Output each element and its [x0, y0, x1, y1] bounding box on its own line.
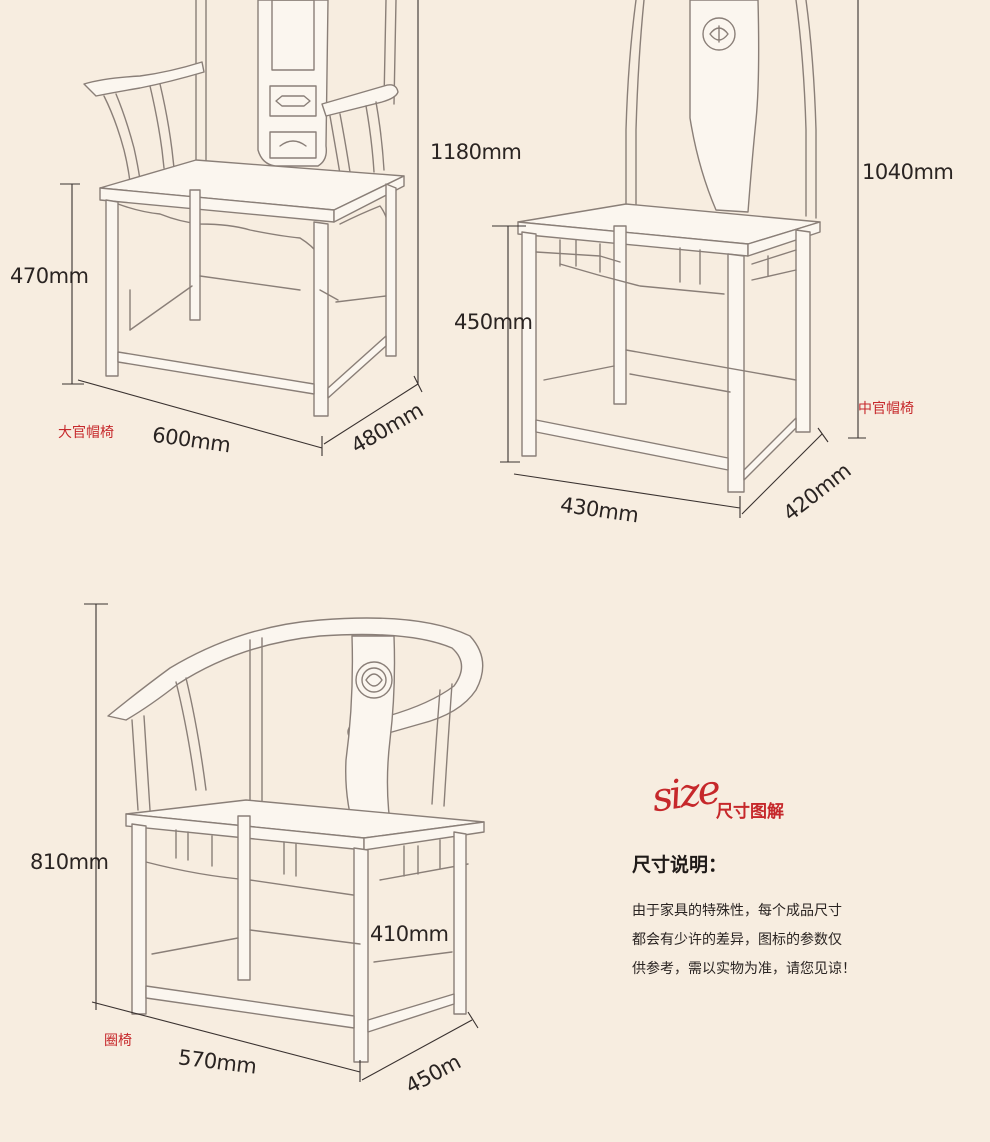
- round-chair-name-label: 圈椅: [104, 1033, 132, 1049]
- large-guanmao-chair-illustration: [60, 0, 423, 456]
- medium-guanmao-chair-illustration: [492, 0, 866, 518]
- note-heading: 尺寸说明：: [632, 854, 728, 876]
- medium-chair-name-label: 中官帽椅: [858, 401, 914, 417]
- medium-chair-seat-height-label: 450mm: [454, 310, 533, 334]
- large-chair-seat-height-label: 470mm: [10, 264, 89, 288]
- round-chair-seat-height-label: 410mm: [370, 922, 449, 946]
- large-chair-name-label: 大官帽椅: [58, 425, 114, 441]
- large-chair-height-label: 1180mm: [430, 140, 522, 164]
- note-line: 供参考，需以实物为准，请您见谅！: [632, 961, 856, 977]
- note-line: 由于家具的特殊性，每个成品尺寸: [632, 903, 842, 919]
- size-title: 尺寸图解: [716, 802, 784, 822]
- round-chair-height-label: 810mm: [30, 850, 109, 874]
- medium-chair-height-label: 1040mm: [862, 160, 954, 184]
- round-chair-illustration: [84, 603, 485, 1082]
- size-script-logo: size: [649, 766, 721, 822]
- size-title-block: size 尺寸图解: [640, 766, 920, 832]
- note-line: 都会有少许的差异，图标的参数仅: [632, 932, 842, 948]
